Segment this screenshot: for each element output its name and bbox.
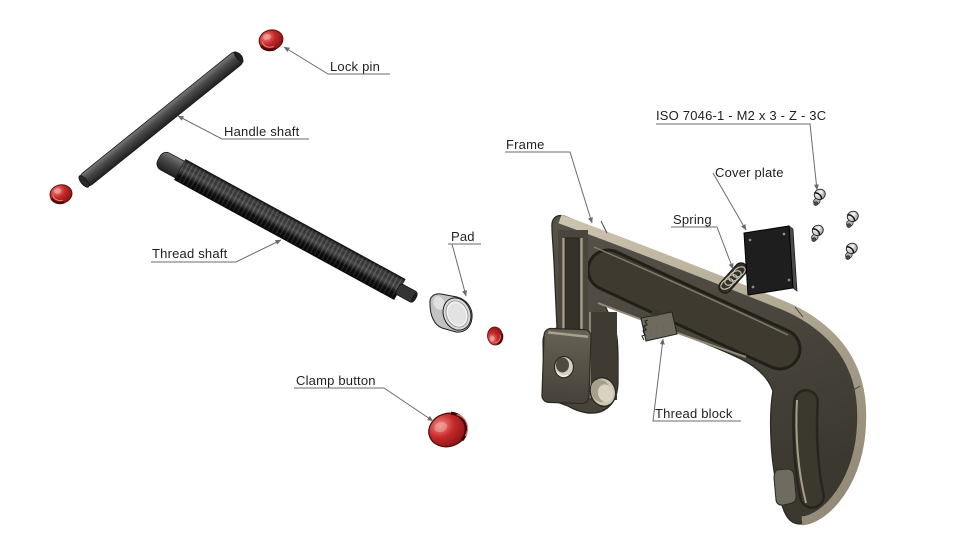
small-red-cap-part — [485, 325, 505, 347]
leader-pad — [448, 243, 481, 297]
screw-3 — [805, 222, 828, 244]
lock-pin-cap-left-part — [47, 181, 75, 207]
leader-cover-plate — [712, 172, 747, 231]
label-screw-spec: ISO 7046-1 - M2 x 3 - Z - 3C — [656, 108, 827, 123]
spring-part — [718, 262, 748, 294]
leader-thread-shaft — [151, 239, 282, 263]
band-segment-lines — [600, 220, 861, 392]
label-thread-shaft: Thread shaft — [152, 246, 228, 261]
frame-bore — [589, 376, 617, 408]
label-handle-shaft: Handle shaft — [224, 124, 300, 139]
right-arm-rim-highlight — [795, 399, 807, 504]
frame-highlight-band — [558, 214, 867, 526]
label-clamp-button: Clamp button — [296, 373, 376, 388]
block-hole — [553, 355, 575, 379]
leader-spring — [671, 226, 734, 270]
screw-1 — [807, 186, 830, 208]
right-arm-recess — [794, 391, 823, 507]
label-thread-block: Thread block — [655, 406, 733, 421]
handle-shaft-part — [78, 51, 244, 188]
thread-block-part — [640, 310, 678, 342]
screw-4 — [839, 240, 862, 262]
leader-thread-block — [652, 338, 741, 422]
screw-2 — [840, 208, 863, 230]
label-frame: Frame — [506, 137, 545, 152]
left-arm-channel — [564, 237, 580, 331]
leader-clamp-button — [294, 387, 434, 422]
pad-part — [429, 293, 473, 333]
leader-frame — [505, 151, 593, 224]
cover-plate-part — [743, 225, 798, 296]
leader-screw-spec — [656, 123, 819, 191]
thread-shaft-part — [156, 151, 418, 303]
label-cover-plate: Cover plate — [715, 165, 784, 180]
frame-tip-tab — [773, 468, 797, 506]
lock-pin-part — [255, 25, 287, 55]
screw-set — [805, 186, 863, 262]
leader-lock-pin — [283, 46, 390, 75]
frame-panel — [589, 251, 799, 368]
frame-bevel-line — [593, 246, 789, 336]
label-pad: Pad — [451, 229, 475, 244]
clamp-button-part — [428, 411, 469, 448]
label-lock-pin: Lock pin — [330, 59, 381, 74]
left-arm-edges — [562, 238, 583, 332]
label-spring: Spring — [673, 212, 712, 227]
leader-handle-shaft — [177, 115, 309, 140]
frame-part — [541, 214, 867, 526]
